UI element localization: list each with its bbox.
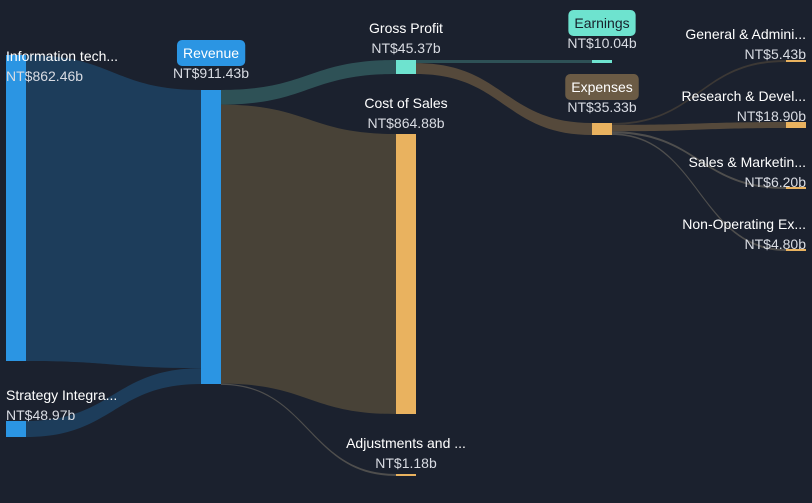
node-name-nonop: Non-Operating Ex... <box>682 216 806 232</box>
link-revenue-to-gross_profit <box>221 60 396 105</box>
node-value-earnings: NT$10.04b <box>567 35 636 51</box>
node-name-revenue: Revenue <box>183 45 239 61</box>
node-bar-sm <box>786 187 806 189</box>
node-name-info_tech: Information tech... <box>6 48 118 64</box>
node-name-rd: Research & Devel... <box>682 88 807 104</box>
node-layer <box>6 55 806 476</box>
node-value-gross_profit: NT$45.37b <box>371 40 440 56</box>
node-value-sm: NT$6.20b <box>745 174 807 190</box>
link-strategy-to-revenue <box>26 368 201 437</box>
node-bar-earnings <box>592 60 612 63</box>
node-value-ga: NT$5.43b <box>745 46 807 62</box>
node-bar-rd <box>786 122 806 128</box>
node-value-expenses: NT$35.33b <box>567 99 636 115</box>
link-expenses-to-sm <box>612 131 786 189</box>
node-bar-cost_of_sales <box>396 134 416 414</box>
node-bar-info_tech <box>6 55 26 361</box>
link-expenses-to-ga <box>612 60 786 125</box>
node-value-info_tech: NT$862.46b <box>6 68 83 84</box>
node-pill-revenue <box>176 40 246 66</box>
node-value-revenue: NT$911.43b <box>173 65 249 81</box>
node-name-sm: Sales & Marketin... <box>689 154 807 170</box>
link-gross_profit-to-earnings <box>416 60 592 64</box>
node-pill-earnings <box>568 10 636 36</box>
node-bar-expenses <box>592 123 612 135</box>
node-bar-adjustments <box>396 474 416 476</box>
node-bar-strategy <box>6 421 26 437</box>
node-name-adjustments: Adjustments and ... <box>346 435 466 451</box>
link-layer <box>26 55 786 476</box>
node-name-expenses: Expenses <box>571 79 632 95</box>
node-bar-revenue <box>201 90 221 384</box>
node-bar-ga <box>786 60 806 62</box>
link-expenses-to-nonop <box>612 133 786 251</box>
node-value-nonop: NT$4.80b <box>745 236 807 252</box>
node-bar-gross_profit <box>396 60 416 74</box>
node-name-ga: General & Admini... <box>685 26 806 42</box>
link-gross_profit-to-expenses <box>416 63 592 135</box>
node-name-earnings: Earnings <box>574 15 629 31</box>
node-value-rd: NT$18.90b <box>737 108 806 124</box>
node-name-gross_profit: Gross Profit <box>369 20 443 36</box>
node-name-cost_of_sales: Cost of Sales <box>364 95 447 111</box>
node-bar-nonop <box>786 249 806 251</box>
link-expenses-to-rd <box>612 122 786 132</box>
link-revenue-to-adjustments <box>221 383 396 476</box>
node-value-strategy: NT$48.97b <box>6 407 75 423</box>
link-revenue-to-cost_of_sales <box>221 104 396 414</box>
node-pill-expenses <box>565 74 639 100</box>
link-info_tech-to-revenue <box>26 55 201 369</box>
node-name-strategy: Strategy Integra... <box>6 387 117 403</box>
node-value-adjustments: NT$1.18b <box>375 455 437 471</box>
node-value-cost_of_sales: NT$864.88b <box>367 115 444 131</box>
